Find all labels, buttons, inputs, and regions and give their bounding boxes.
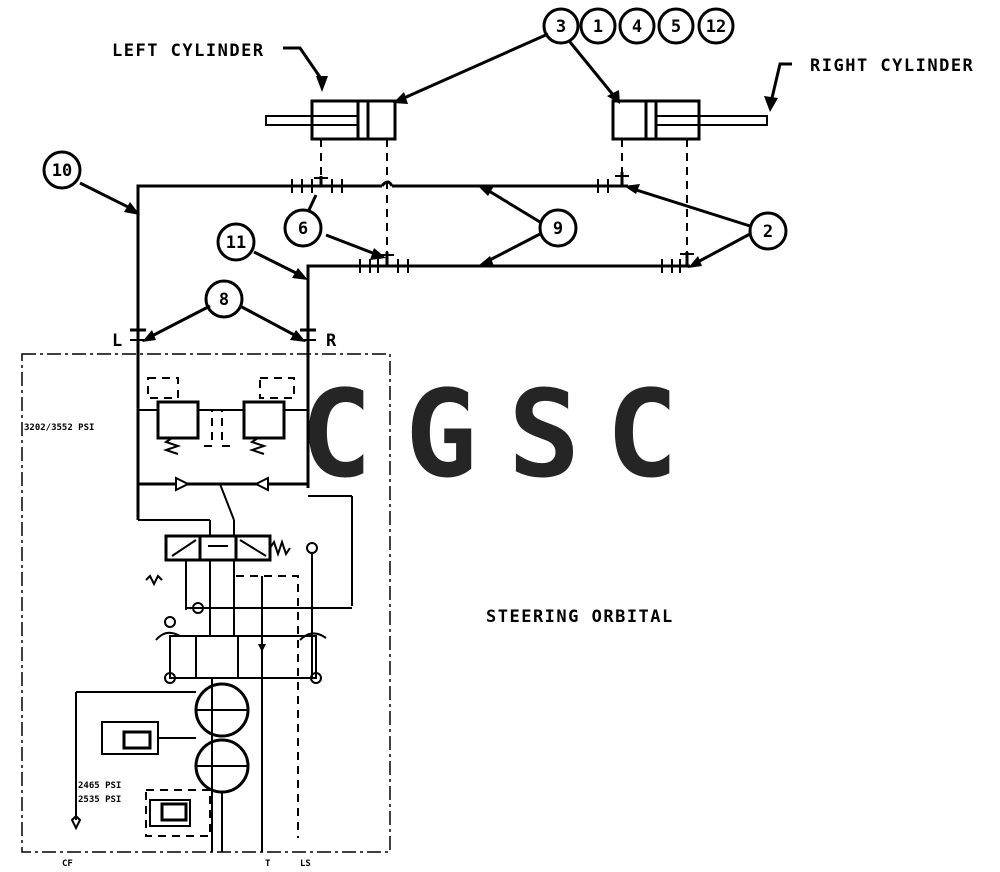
steering-orbital-label: STEERING ORBITAL bbox=[486, 607, 674, 627]
hose-line-upper bbox=[136, 172, 629, 330]
watermark-letter-g: G bbox=[405, 366, 477, 505]
balloon-2: 2 bbox=[748, 211, 788, 251]
watermark-letter-c2: C bbox=[606, 366, 678, 505]
svg-text:9: 9 bbox=[553, 219, 563, 239]
port-l-label: L bbox=[112, 331, 124, 351]
svg-text:8: 8 bbox=[219, 290, 229, 310]
orbital-housing bbox=[21, 353, 391, 853]
control-spool-valve bbox=[145, 534, 318, 678]
svg-text:1: 1 bbox=[593, 17, 603, 37]
port-fittings bbox=[130, 328, 316, 356]
balloon-8: 8 bbox=[204, 279, 244, 319]
right-cylinder-label: RIGHT CYLINDER bbox=[810, 56, 974, 76]
watermark-letter-s: S bbox=[508, 366, 580, 505]
svg-text:2: 2 bbox=[763, 222, 773, 242]
port-t-label: T bbox=[265, 859, 271, 869]
leader-lines bbox=[79, 32, 792, 342]
check-valves bbox=[138, 476, 353, 606]
port-cf-label: CF bbox=[62, 859, 73, 869]
balloon-1: 1 bbox=[579, 7, 617, 45]
balloon-4: 4 bbox=[618, 7, 656, 45]
balloon-9: 9 bbox=[538, 208, 578, 248]
relief-pressure-label: 3202/3552 PSI bbox=[24, 423, 94, 433]
hose-line-lower bbox=[306, 252, 694, 330]
cgsc-watermark: C G S C bbox=[300, 366, 678, 505]
svg-text:10: 10 bbox=[52, 161, 72, 181]
pressure-b-label: 2535 PSI bbox=[78, 795, 121, 805]
svg-text:11: 11 bbox=[226, 233, 246, 253]
balloon-5: 5 bbox=[657, 7, 695, 45]
svg-text:5: 5 bbox=[671, 17, 681, 37]
balloon-10: 10 bbox=[42, 150, 82, 190]
balloon-3: 3 bbox=[542, 7, 580, 45]
left-cylinder bbox=[265, 99, 397, 141]
pressure-a-label: 2465 PSI bbox=[78, 781, 121, 791]
svg-text:6: 6 bbox=[298, 219, 308, 239]
right-cylinder bbox=[611, 99, 768, 141]
port-r-label: R bbox=[326, 331, 338, 351]
balloon-12: 12 bbox=[697, 7, 735, 45]
port-ls-label: LS bbox=[300, 859, 311, 869]
orbital-internal-lines bbox=[155, 560, 352, 852]
balloon-11: 11 bbox=[216, 222, 256, 262]
svg-text:12: 12 bbox=[706, 17, 726, 37]
watermark-letter-c1: C bbox=[300, 366, 372, 505]
balloon-6: 6 bbox=[283, 208, 323, 248]
relief-valves bbox=[136, 356, 310, 520]
svg-text:4: 4 bbox=[632, 17, 642, 37]
left-cylinder-label: LEFT CYLINDER bbox=[112, 41, 265, 61]
gerotor-motor-and-pump bbox=[70, 678, 250, 852]
svg-text:3: 3 bbox=[556, 17, 566, 37]
